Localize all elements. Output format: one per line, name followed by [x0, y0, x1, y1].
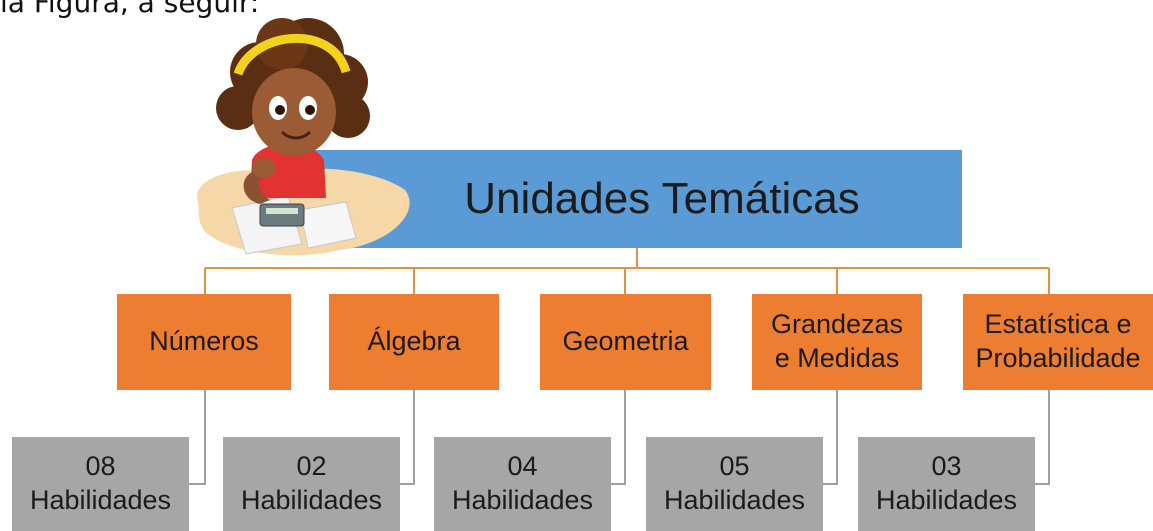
- root-label: Unidades Temáticas: [464, 174, 860, 223]
- skills-count: 08 Habilidades: [29, 451, 172, 515]
- category-numeros: Números: [117, 294, 291, 390]
- skills-link-3: [611, 390, 626, 485]
- category-geometria: Geometria: [540, 294, 711, 390]
- skills-count: 02 Habilidades: [240, 451, 383, 515]
- skills-link-2: [400, 390, 415, 485]
- intro-text: la Figura, a seguir:: [0, 0, 260, 19]
- girl-arm: [243, 172, 270, 204]
- calculator-icon: [259, 203, 305, 227]
- headband: [233, 34, 351, 76]
- category-grandezas-medidas: Grandezas e Medidas: [752, 294, 922, 390]
- category-algebra: Álgebra: [329, 294, 499, 390]
- skills-count: 04 Habilidades: [451, 451, 594, 515]
- girl-face: [252, 68, 336, 156]
- skills-geometria: 04 Habilidades: [434, 437, 611, 531]
- category-label: Geometria: [562, 326, 689, 357]
- skills-link-1: [189, 390, 206, 485]
- category-label: Números: [149, 326, 259, 357]
- category-estatistica-probabilidade: Estatística e Probabilidade: [963, 294, 1153, 390]
- girl-hand: [252, 158, 276, 178]
- girl-shirt: [250, 143, 326, 198]
- skills-count: 03 Habilidades: [875, 451, 1018, 515]
- girl-illustration: [196, 18, 410, 256]
- category-label: Álgebra: [367, 326, 461, 357]
- category-label: Grandezas e Medidas: [770, 309, 904, 373]
- skills-link-4: [823, 390, 838, 485]
- paper-right: [299, 201, 357, 249]
- skills-link-5: [1035, 390, 1050, 485]
- skills-numeros: 08 Habilidades: [12, 437, 189, 531]
- skills-count: 05 Habilidades: [663, 451, 806, 515]
- skills-grandezas-medidas: 05 Habilidades: [646, 437, 823, 531]
- category-label: Estatística e Probabilidade: [975, 309, 1141, 373]
- skills-algebra: 02 Habilidades: [223, 437, 400, 531]
- root-node: Unidades Temáticas: [292, 150, 962, 248]
- skills-estatistica-probabilidade: 03 Habilidades: [858, 437, 1035, 531]
